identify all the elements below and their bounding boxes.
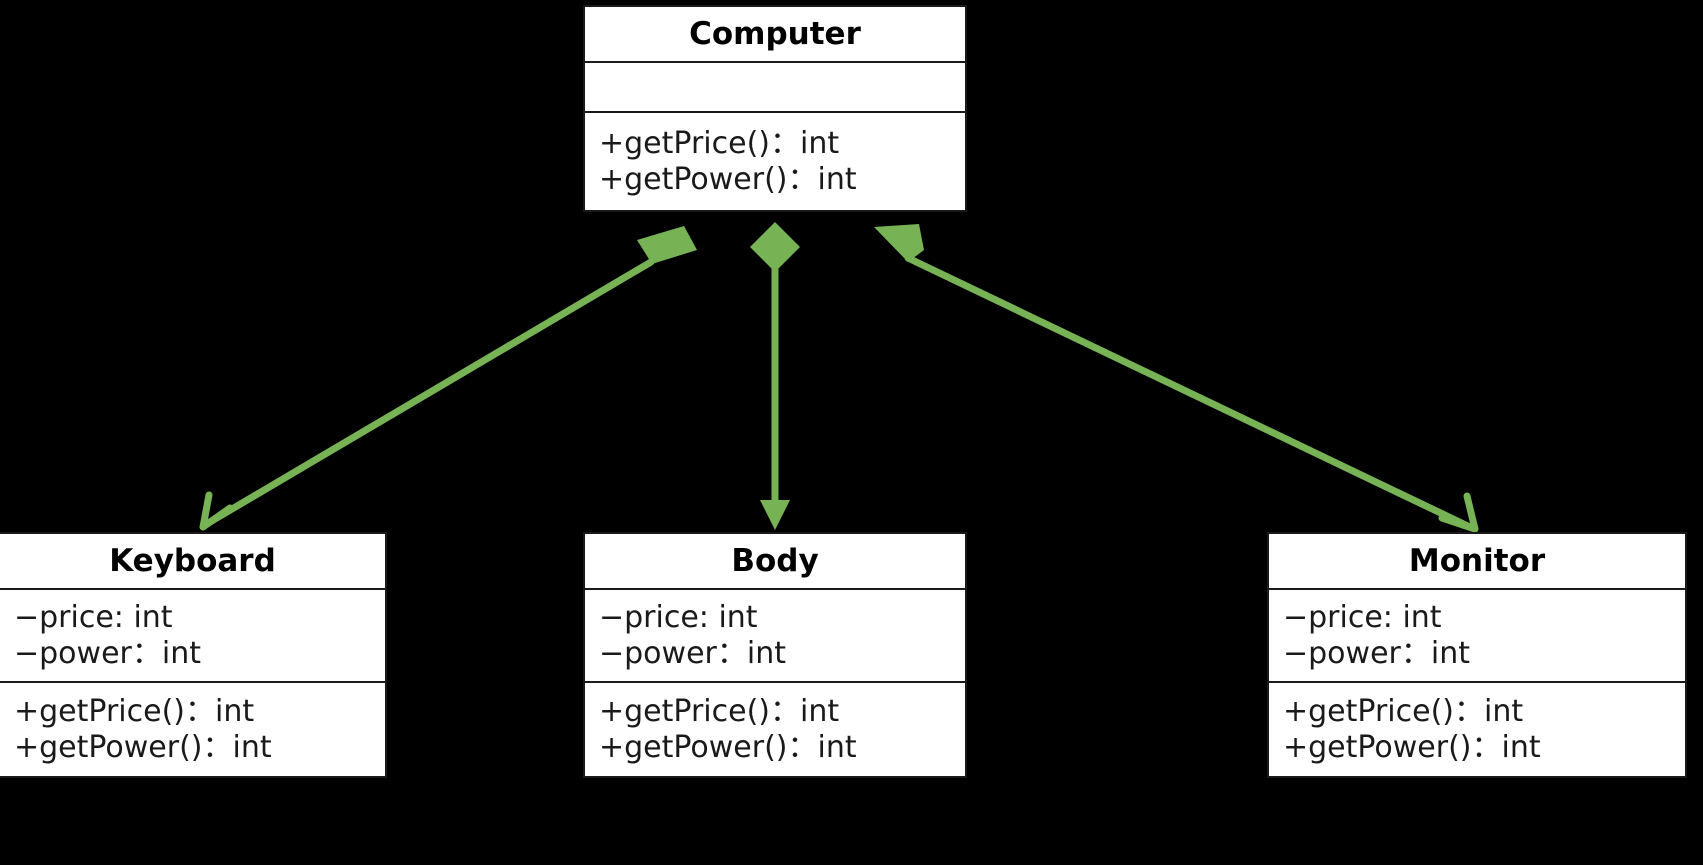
attributes-compartment-keyboard: −price: int −power：int	[0, 588, 385, 681]
class-name-keyboard: Keyboard	[109, 543, 276, 579]
class-name-computer: Computer	[689, 16, 861, 52]
operation-item: +getPower()：int	[599, 729, 857, 765]
operation-item: +getPrice()：int	[599, 694, 840, 730]
open-arrowhead-monitor	[1438, 492, 1479, 533]
operation-item: +getPower()：int	[599, 161, 857, 197]
class-box-body[interactable]: Body −price: int −power：int +getPrice()：…	[583, 532, 967, 778]
operation-item: +getPower()：int	[1283, 729, 1541, 765]
operations-compartment-monitor: +getPrice()：int +getPower()：int	[1269, 681, 1685, 776]
composition-line-monitor	[904, 254, 1476, 532]
class-box-monitor[interactable]: Monitor −price: int −power：int +getPrice…	[1267, 532, 1687, 778]
relationship-computer-body[interactable]	[750, 222, 800, 530]
class-box-keyboard[interactable]: Keyboard −price: int −power：int +getPric…	[0, 532, 387, 778]
open-arrowhead-body	[760, 500, 790, 530]
class-name-monitor: Monitor	[1408, 543, 1546, 579]
attribute-item: −price: int	[14, 600, 173, 636]
open-arrowhead-keyboard	[199, 491, 234, 531]
attributes-compartment-computer	[585, 61, 965, 111]
operations-compartment-keyboard: +getPrice()：int +getPower()：int	[0, 681, 385, 776]
composition-line-keyboard	[206, 258, 655, 526]
operation-item: +getPrice()：int	[14, 694, 255, 730]
operation-item: +getPrice()：int	[1283, 694, 1524, 730]
filled-diamond-body	[750, 222, 800, 272]
attribute-item: −power：int	[1283, 635, 1470, 671]
class-name-body: Body	[731, 543, 819, 579]
operations-compartment-computer: +getPrice()：int +getPower()：int	[585, 111, 965, 210]
relationship-computer-monitor[interactable]	[874, 224, 1479, 533]
attribute-item: −price: int	[599, 600, 758, 636]
attribute-item: −power：int	[14, 635, 201, 671]
attribute-item: −power：int	[599, 635, 786, 671]
filled-diamond-keyboard	[637, 226, 697, 264]
attributes-compartment-monitor: −price: int −power：int	[1269, 588, 1685, 681]
operation-item: +getPower()：int	[14, 729, 272, 765]
filled-diamond-monitor	[874, 224, 924, 262]
operation-item: +getPrice()：int	[599, 126, 840, 162]
attributes-compartment-body: −price: int −power：int	[585, 588, 965, 681]
attribute-item: −price: int	[1283, 600, 1442, 636]
relationship-computer-keyboard[interactable]	[199, 226, 697, 531]
class-box-computer[interactable]: Computer +getPrice()：int +getPower()：int	[583, 5, 967, 212]
operations-compartment-body: +getPrice()：int +getPower()：int	[585, 681, 965, 776]
